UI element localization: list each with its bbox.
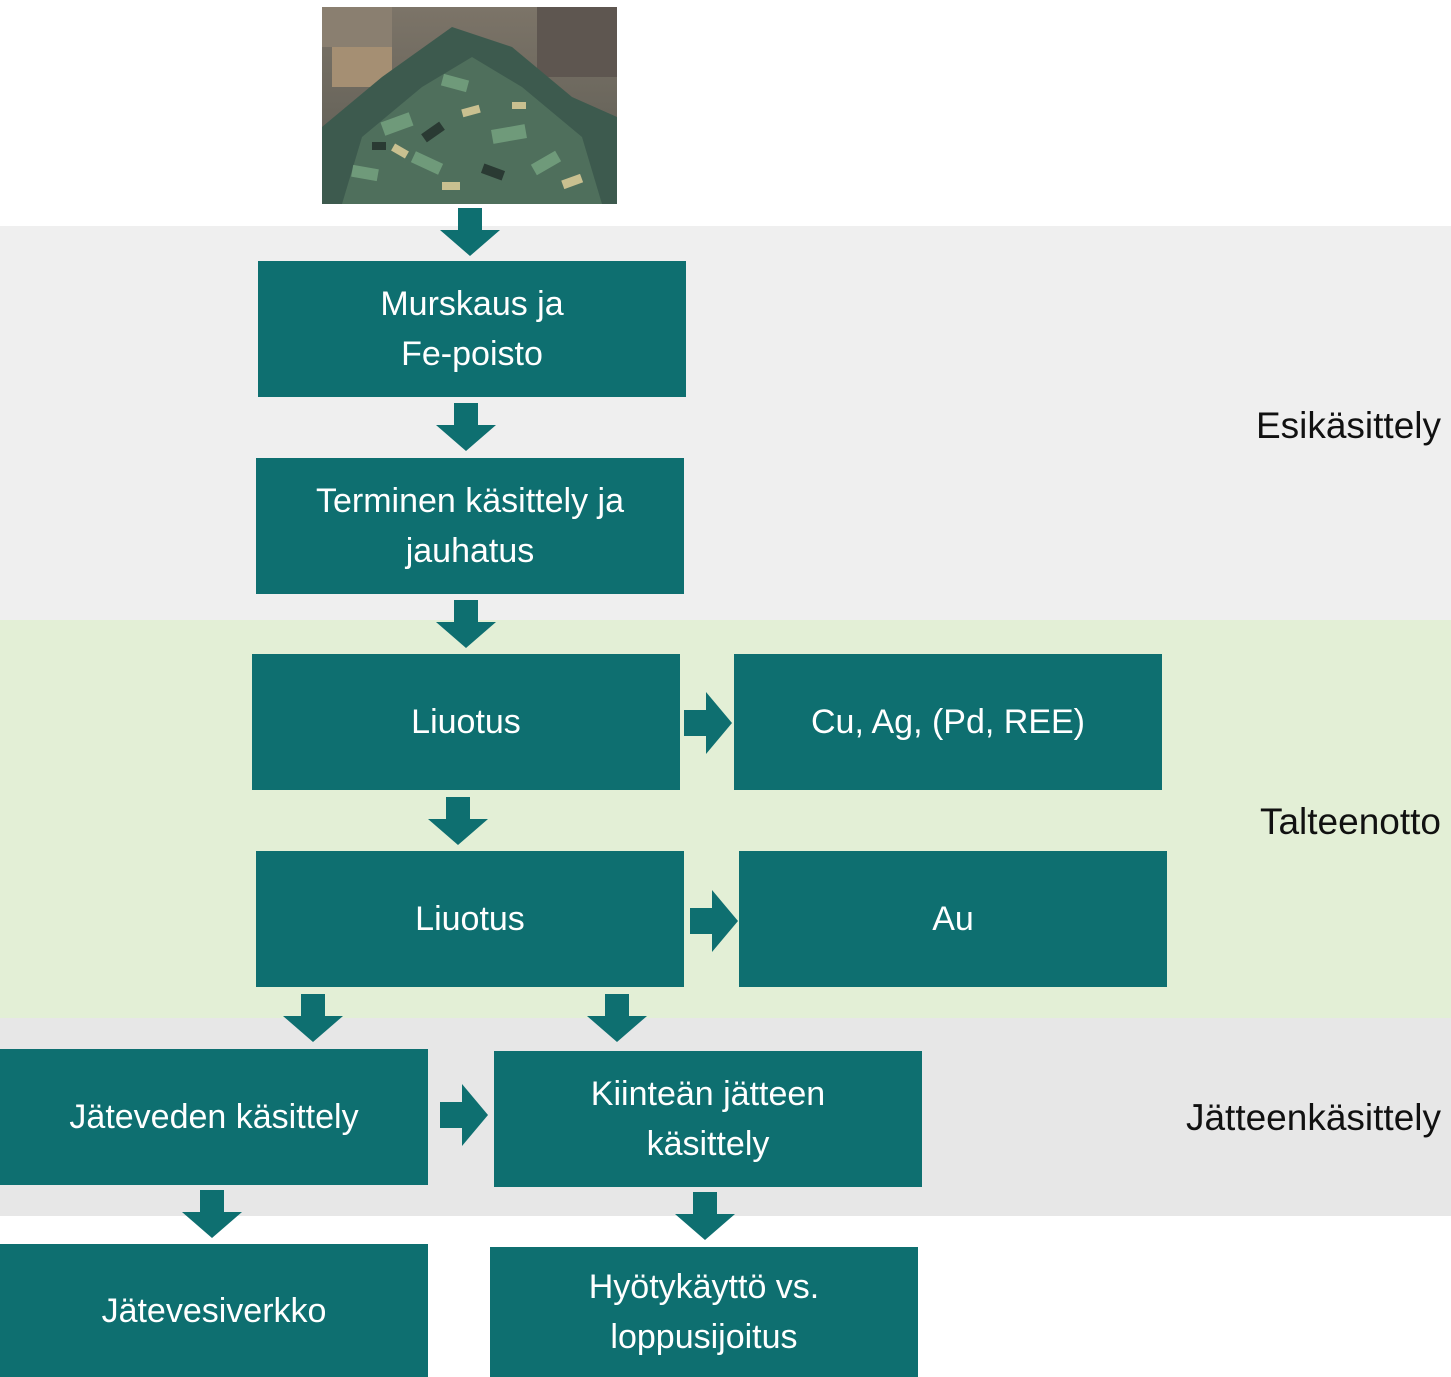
node-wastewater: Jäteveden käsittely — [0, 1049, 428, 1185]
node-leaching-2-label: Liuotus — [415, 900, 525, 938]
band-preprocessing — [0, 226, 1451, 620]
arrow-down-icon — [440, 208, 500, 256]
node-product-au: Au — [739, 851, 1167, 987]
node-product-au-label: Au — [932, 900, 974, 938]
node-thermal-label: Terminen käsittely ja jauhatus — [315, 482, 624, 570]
stage-label-preprocessing: Esikäsittely — [1255, 405, 1441, 446]
stage-label-recovery: Talteenotto — [1259, 801, 1441, 842]
node-disposal-label: Hyötykäyttö vs. loppusijoitus — [588, 1268, 820, 1356]
node-leaching-1-label: Liuotus — [411, 703, 521, 741]
arrow-down-icon — [182, 1190, 242, 1238]
node-wastewater-label: Jäteveden käsittely — [69, 1098, 359, 1136]
node-sewer-label: Jätevesiverkko — [101, 1291, 327, 1330]
node-crushing-label: Murskaus ja Fe-poisto — [380, 285, 564, 373]
arrow-right-icon — [684, 692, 732, 754]
node-solid-waste-label: Kiinteän jätteen käsittely — [590, 1075, 826, 1163]
arrow-right-icon — [440, 1084, 488, 1146]
node-leaching-1: Liuotus — [252, 654, 680, 790]
arrow-down-icon — [283, 994, 343, 1042]
node-crushing: Murskaus ja Fe-poisto — [258, 261, 686, 397]
stage-label-waste: Jätteenkäsittely — [1185, 1097, 1441, 1138]
node-thermal: Terminen käsittely ja jauhatus — [256, 458, 684, 594]
node-product-cu-ag: Cu, Ag, (Pd, REE) — [734, 654, 1162, 790]
arrow-down-icon — [587, 994, 647, 1042]
node-sewer: Jätevesiverkko — [0, 1244, 428, 1377]
arrow-right-icon — [690, 890, 738, 952]
arrow-down-icon — [675, 1192, 735, 1240]
arrow-down-icon — [428, 797, 488, 845]
node-leaching-2: Liuotus — [256, 851, 684, 987]
node-product-cu-ag-label: Cu, Ag, (Pd, REE) — [811, 703, 1085, 741]
arrow-down-icon — [436, 600, 496, 648]
node-disposal: Hyötykäyttö vs. loppusijoitus — [490, 1247, 918, 1377]
band-recovery — [0, 620, 1451, 1018]
arrow-down-icon — [436, 403, 496, 451]
circuit-boards-pile-icon — [322, 7, 617, 204]
node-solid-waste: Kiinteän jätteen käsittely — [494, 1051, 922, 1187]
e-waste-photo — [322, 7, 617, 204]
